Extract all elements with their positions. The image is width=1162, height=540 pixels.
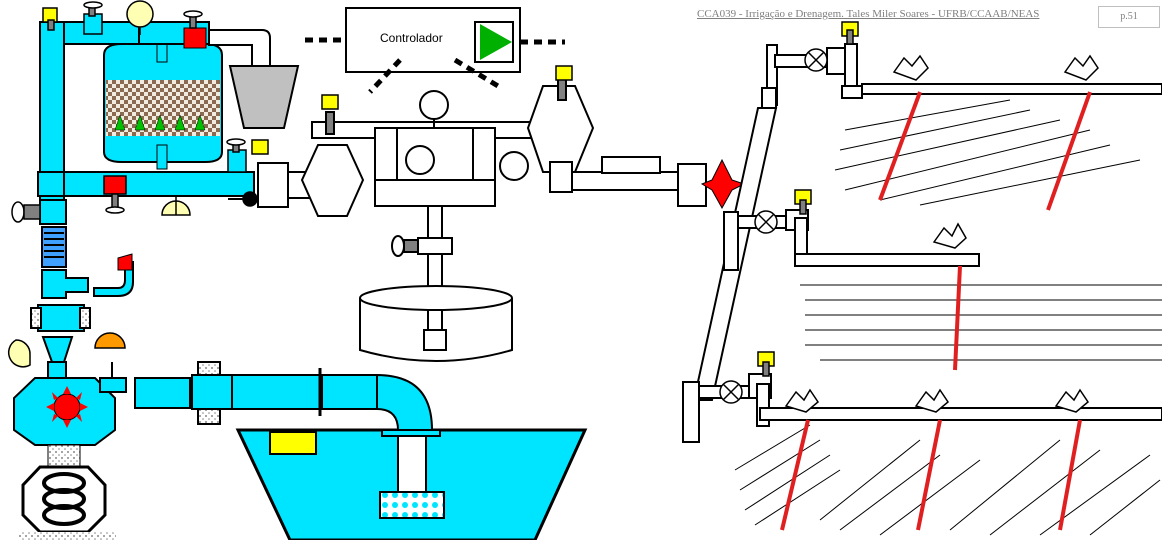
drip-laterals [780,91,1092,531]
gauges-and-valves-left [7,0,260,368]
pump-unit [13,332,127,540]
branch-valves [719,29,854,404]
page-number: p.51 [1098,6,1160,28]
play-icon [480,24,512,60]
field-lines [734,99,1162,536]
suction-strainer [379,491,445,519]
sand-filter [103,21,300,170]
red-valve-diamond [700,158,746,210]
controller: Controlador [305,7,565,94]
suction-line [134,361,441,437]
page-header: CCA039 - Irrigação e Drenagem. Tales Mil… [697,8,1040,20]
pressure-regulators [784,54,1099,413]
main-vertical-line [30,21,255,379]
main-line-branches [682,43,1162,443]
controller-label: Controlador [380,31,443,45]
sensor-handles [251,21,859,367]
automation-pipework [257,71,707,362]
suction-pipe [397,429,427,493]
injector-valve [117,253,133,271]
water-reservoir [235,428,588,540]
float-switch [269,431,317,455]
fertilizer-funnel [228,65,300,129]
